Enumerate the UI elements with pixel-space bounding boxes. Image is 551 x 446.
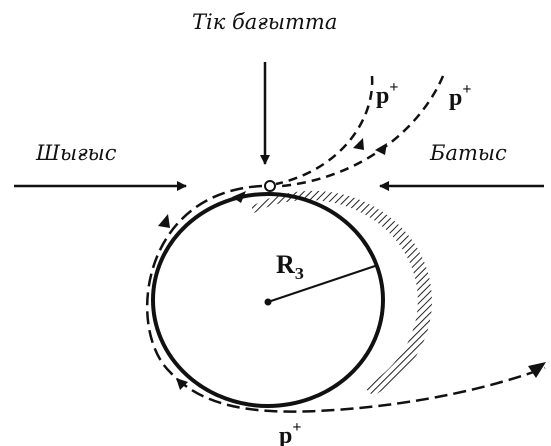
particle-marker: [264, 180, 276, 192]
proton-label-3: p+: [279, 419, 301, 446]
trajectory-arrowhead-4: [158, 214, 170, 228]
trajectory-arrowhead-5: [176, 378, 188, 390]
proton-label-2: p+: [449, 81, 471, 111]
planet-hatching: [252, 190, 432, 396]
label-vertical: Тік бағытта: [192, 10, 337, 34]
trajectory-arrowhead-1: [353, 138, 364, 150]
planet-circle: [151, 192, 385, 408]
radius-label: RЗ: [276, 250, 304, 283]
proton-label-1: p+: [376, 79, 398, 109]
trajectory-arrowhead-6: [528, 362, 546, 378]
label-west: Батыс: [429, 141, 507, 165]
label-east: Шығыс: [35, 141, 117, 165]
trajectory-arrowhead-3: [232, 191, 246, 203]
radius-line: [267, 264, 379, 303]
proton-trajectory-outer: [281, 75, 445, 188]
proton-trajectory-around: [145, 184, 546, 413]
proton-trajectory-inner: [275, 75, 374, 186]
trajectory-arrowhead-2: [375, 143, 387, 155]
